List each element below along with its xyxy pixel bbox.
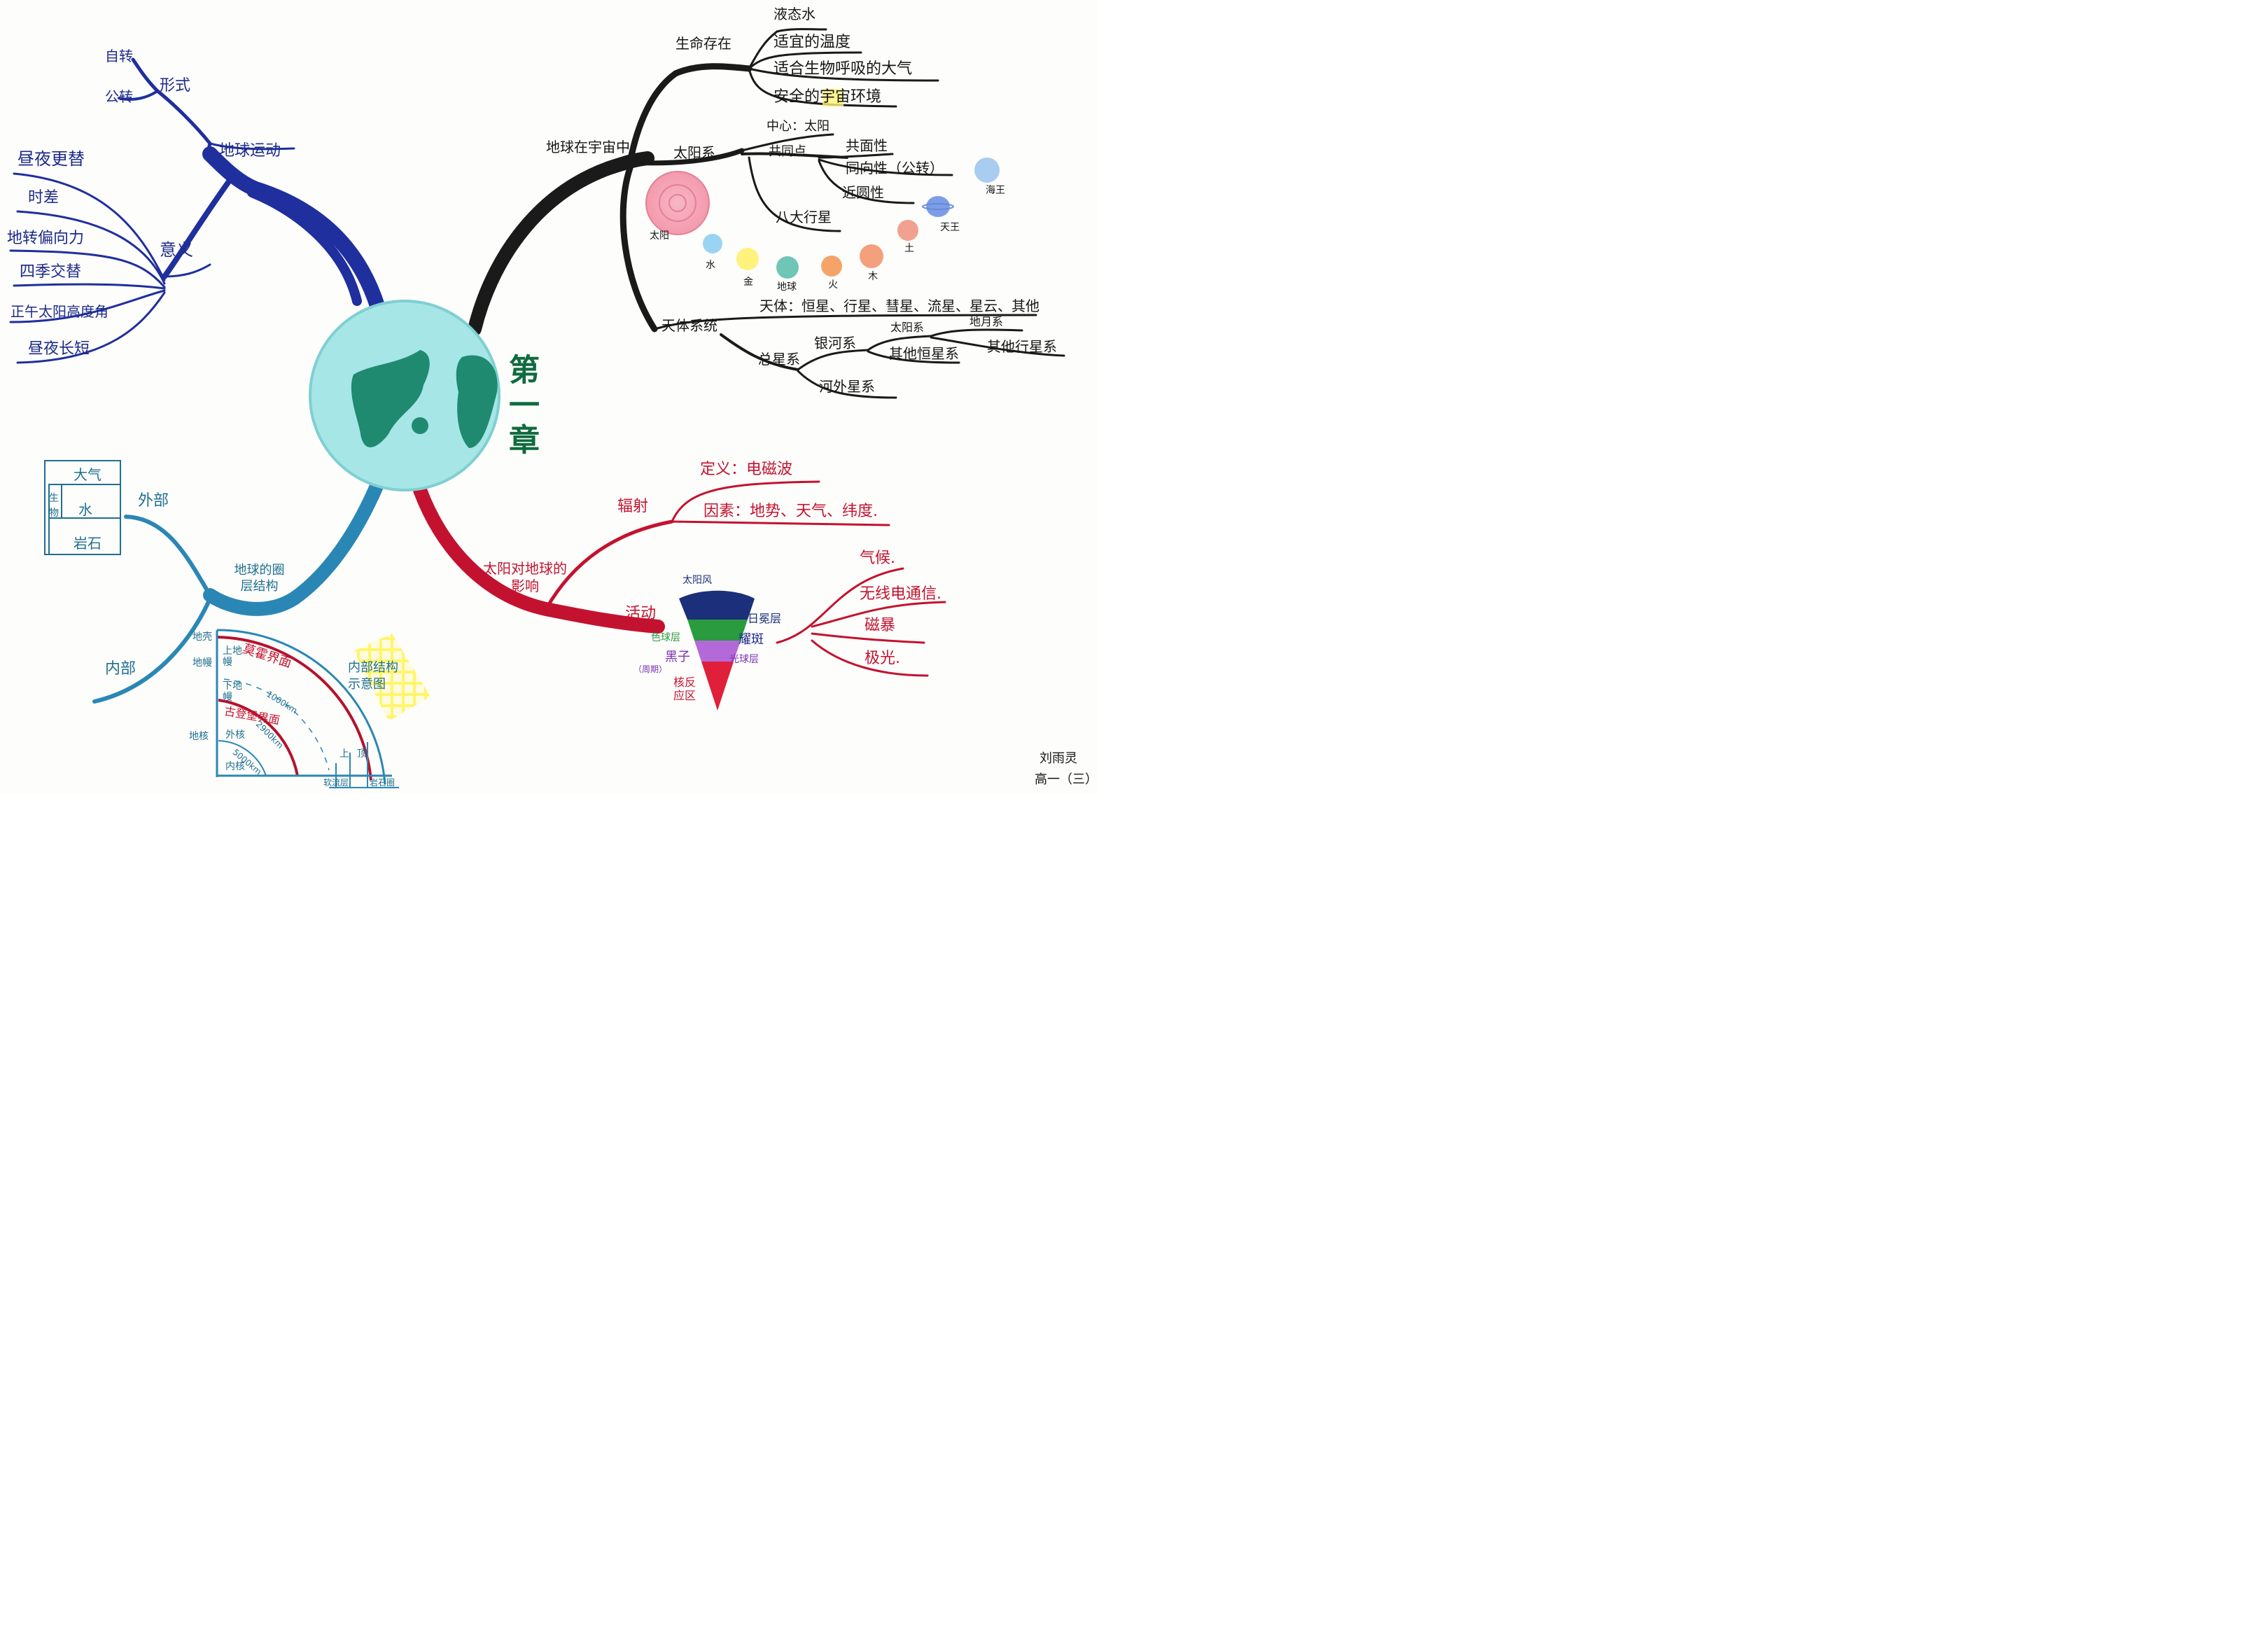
sphere-rock: 岩石 [74,535,102,552]
structure-branch-label: 地球的圈层结构 [234,563,285,594]
interior-caption: 内部结构示意图 [348,660,398,692]
external-label: 外部 [138,492,169,510]
motion-branch-lines [9,57,386,364]
significance-item: 昼夜长短 [28,340,90,358]
motion-significance-label: 意义 [160,240,193,260]
radiation-label: 辐射 [617,498,649,515]
interior-lithosphere: 岩石圈 [370,778,396,788]
planet-label-mars: 火 [828,279,838,291]
planet-label-venus: 金 [743,277,753,288]
milky-way-label: 银河系 [814,335,856,351]
mind-map-page: 第一章 地球运动 形式 自转 公转 意义 昼夜更替 时差 地转偏向力 四季交替 … [0,0,1098,795]
significance-item: 昼夜更替 [18,149,85,169]
interior-mantle: 地幔 [192,657,212,669]
celestial-bodies: 天体：恒星、行星、彗星、流星、星云、其他 [760,298,1040,314]
motion-forms-label: 形式 [160,77,191,95]
planet-label-saturn: 土 [904,243,914,254]
solar-system-illustration [645,89,1000,279]
radiation-factors: 因素：地势、天气、纬度. [704,503,878,520]
activity-effect: 气候. [860,550,895,567]
solar-system-label: 太阳系 [673,144,715,161]
life-item: 液态水 [774,6,816,22]
radiation-definition: 定义：电磁波 [700,461,793,478]
celestial-systems-label: 天体系统 [662,317,718,334]
form-item-rotation: 自转 [105,48,133,64]
mind-map-drawing [9,28,1065,788]
planet-label-mercury: 水 [706,260,715,271]
planet-label-earth: 地球 [777,281,797,293]
layer-flare: 耀斑 [738,632,764,647]
solar-system-node: 太阳系 [890,321,925,334]
solar-system-common: 共同点 [769,144,806,159]
significance-item: 四季交替 [20,263,82,281]
activity-label: 活动 [625,605,657,622]
total-galaxy-label: 总星系 [758,351,800,368]
outer-spheres-box [44,460,121,555]
author-name: 刘雨灵 [1040,751,1077,766]
interior-upper-mantle: 上地幔 [223,645,242,669]
interior-top-mark: 顶 [357,748,367,760]
life-item: 适合生物呼吸的大气 [774,60,913,78]
common-item: 近圆性 [842,184,884,201]
planet-label-uranus: 天王 [940,222,960,233]
structure-branch-lines [92,476,385,704]
interior-lower-mantle: 下地幔 [223,680,242,704]
layer-photosphere: 光球层 [729,654,759,665]
planets-label: 八大行星 [776,209,832,225]
layer-solar-wind: 太阳风 [682,575,712,586]
internal-label: 内部 [105,660,136,678]
solar-system-center: 中心：太阳 [766,119,830,134]
sun-branch-lines [413,480,946,677]
other-planets-node: 其他行星系 [987,338,1057,355]
layer-sunspot: 黑子 [665,650,690,664]
life-label: 生命存在 [676,35,732,52]
life-item: 适宜的温度 [774,34,851,51]
sphere-atmosphere: 大气 [74,466,102,483]
sphere-biosphere: 生物 [49,493,59,519]
significance-item: 时差 [28,189,59,207]
sun-layer-cone [679,590,755,711]
extragalactic-node: 河外星系 [819,378,875,395]
activity-effect: 磁暴 [864,617,896,634]
planet-label-sun: 太阳 [650,230,669,242]
interior-inner-core: 内核 [225,761,245,772]
interior-upper-mark: 上 [340,748,349,760]
activity-effect: 极光. [864,650,900,667]
earth-moon-node: 地月系 [969,315,1004,328]
significance-item: 正午太阳高度角 [10,303,108,320]
layer-corona: 日冕层 [748,612,782,625]
chapter-title: 第一章 [503,354,539,459]
form-item-revolution: 公转 [105,88,133,105]
interior-crust: 地壳 [192,631,212,643]
universe-branch-lines [468,28,1065,399]
layer-core: 核反应区 [673,676,696,703]
caption-grid [354,634,430,721]
life-item: 安全的宇宙环境 [774,88,882,106]
significance-item: 地转偏向力 [7,230,85,247]
sphere-water: 水 [78,501,92,518]
interior-outer-core: 外核 [225,729,245,741]
earth-interior-diagram [216,629,399,788]
motion-branch-label: 地球运动 [219,142,281,160]
universe-branch-label: 地球在宇宙中 [546,139,630,155]
sun-branch-label: 太阳对地球的影响 [483,560,567,594]
planet-label-neptune: 海王 [986,185,1005,196]
other-stars-node: 其他恒星系 [889,345,959,362]
planet-label-jupiter: 木 [868,271,878,282]
author-class: 高一（三） [1035,772,1098,787]
layer-chromosphere: 色球层 [651,632,680,643]
interior-asthenosphere: 软流层 [323,778,349,788]
earth-globe [309,300,500,491]
interior-core: 地核 [189,731,209,742]
common-item: 共面性 [846,137,888,154]
activity-effect: 无线电通信. [860,585,941,603]
layer-cycle: （周期） [634,664,668,674]
common-item: 同向性（公转） [846,160,944,176]
